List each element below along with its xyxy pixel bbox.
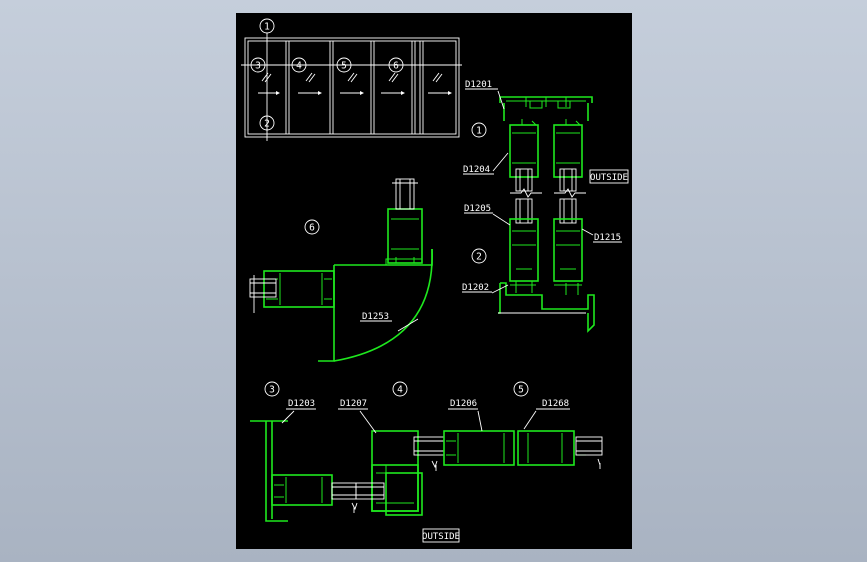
callout-2-right: 2	[476, 252, 482, 263]
callout-6: 6	[393, 61, 399, 72]
callout-5-bottom: 5	[518, 385, 524, 396]
label-d1268: D1268	[542, 399, 569, 409]
callout-1-top: 1	[264, 22, 270, 33]
cad-drawing: 1 2 3 4 5 6	[241, 18, 629, 543]
corner-section: 6 D1253	[249, 178, 433, 362]
label-d1205: D1205	[464, 204, 491, 214]
outside-label-bottom: OUTSIDE	[422, 532, 460, 542]
callout-4: 4	[296, 61, 302, 72]
glass-unit-upper	[515, 168, 577, 192]
callout-1-right: 1	[476, 126, 482, 137]
callout-3-bottom: 3	[269, 385, 275, 396]
callout-2-top: 2	[264, 119, 270, 130]
label-d1202: D1202	[462, 283, 489, 293]
label-d1253: D1253	[362, 312, 389, 322]
label-d1204: D1204	[463, 165, 490, 175]
callout-4-bottom: 4	[397, 385, 403, 396]
callouts-elevation: 1 2 3 4 5 6	[250, 18, 404, 131]
label-d1207: D1207	[340, 399, 367, 409]
part-labels-vertical: D1201 D1204 D1205 D1215 D1202 1 2 OUTSID…	[462, 80, 629, 293]
label-d1201: D1201	[465, 80, 492, 90]
drawing-sheet: 1 2 3 4 5 6	[236, 13, 632, 549]
callout-6-corner: 6	[309, 223, 315, 234]
label-d1215: D1215	[594, 233, 621, 243]
horizontal-section	[250, 410, 603, 522]
door-elevation	[241, 33, 462, 141]
part-labels-horizontal: 3 4 5 D1203 D1207 D1206 D1268 OUTSIDE	[264, 381, 570, 543]
outside-label-right: OUTSIDE	[590, 173, 628, 183]
callout-5: 5	[341, 61, 347, 72]
label-d1203: D1203	[288, 399, 315, 409]
label-d1206: D1206	[450, 399, 477, 409]
vertical-section	[491, 90, 595, 333]
callout-3: 3	[255, 61, 261, 72]
